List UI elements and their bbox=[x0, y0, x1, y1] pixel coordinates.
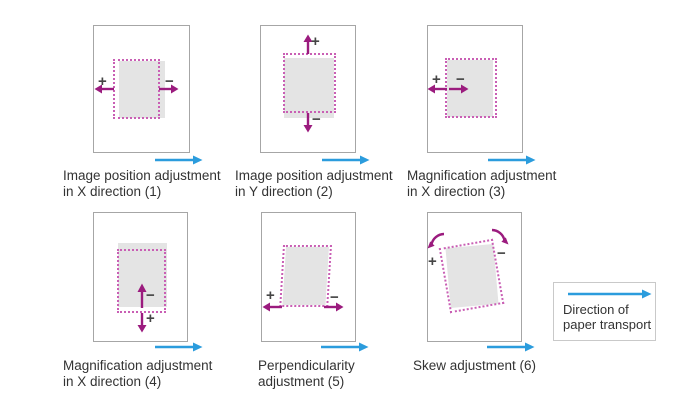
plus-sign-label: + bbox=[266, 287, 275, 304]
diagram-caption: Image position adjustment in X direction… bbox=[63, 168, 243, 199]
paper-transport-arrow bbox=[155, 155, 203, 165]
printed-image bbox=[284, 58, 334, 118]
legend-text: Direction of paper transport bbox=[563, 302, 651, 332]
plus-direction-arrow bbox=[137, 313, 147, 333]
minus-sign-label: − bbox=[312, 111, 321, 128]
caption-line: Image position adjustment bbox=[235, 168, 393, 183]
printed-image bbox=[119, 61, 165, 118]
paper-transport-arrow bbox=[322, 155, 370, 165]
caption-line: Magnification adjustment bbox=[407, 168, 557, 183]
paper-transport-arrow bbox=[321, 342, 369, 352]
plus-sign-label: + bbox=[311, 33, 320, 50]
target-image-outline bbox=[279, 245, 332, 307]
caption-line: adjustment (5) bbox=[258, 373, 345, 389]
minus-rotation-arrow bbox=[491, 228, 509, 245]
minus-direction-arrow bbox=[449, 84, 469, 94]
minus-sign-label: − bbox=[456, 71, 465, 88]
paper-transport-arrow bbox=[488, 155, 536, 165]
target-image-outline bbox=[117, 249, 166, 313]
plus-direction-arrow bbox=[94, 84, 114, 94]
plus-rotation-arrow bbox=[427, 232, 445, 249]
legend-transport-arrow bbox=[568, 289, 652, 299]
minus-direction-arrow bbox=[159, 84, 179, 94]
paper-transport-arrow bbox=[155, 342, 203, 352]
legend-line: Direction of bbox=[563, 302, 629, 317]
minus-direction-arrow bbox=[303, 113, 313, 133]
plus-sign-label: + bbox=[428, 253, 437, 270]
caption-line: Skew adjustment (6) bbox=[413, 358, 537, 373]
plus-direction-arrow bbox=[262, 302, 282, 312]
caption-line: in X direction (1) bbox=[63, 183, 162, 199]
diagram-caption: Magnification adjustment in X direction … bbox=[407, 168, 587, 199]
minus-sign-label: − bbox=[165, 73, 174, 90]
caption-line: in X direction (4) bbox=[63, 373, 162, 389]
target-image-outline bbox=[438, 238, 505, 314]
paper-transport-arrow bbox=[487, 342, 535, 352]
caption-line: Perpendicularity bbox=[258, 358, 355, 373]
caption-line: in Y direction (2) bbox=[235, 183, 333, 199]
legend-box bbox=[553, 282, 656, 341]
plus-direction-arrow bbox=[303, 34, 313, 54]
target-image-outline bbox=[113, 59, 160, 119]
plus-sign-label: + bbox=[432, 71, 441, 88]
minus-direction-arrow bbox=[324, 302, 344, 312]
target-image-outline bbox=[283, 53, 336, 113]
minus-sign-label: − bbox=[497, 245, 506, 262]
plus-sign-label: + bbox=[98, 73, 107, 90]
minus-sign-label: − bbox=[330, 289, 339, 306]
diagram-caption: Image position adjustment in Y direction… bbox=[235, 168, 415, 199]
caption-line: Magnification adjustment bbox=[63, 358, 213, 373]
minus-direction-arrow bbox=[137, 283, 147, 308]
legend-line: paper transport bbox=[563, 317, 652, 332]
plus-sign-label: + bbox=[146, 310, 155, 327]
caption-line: in X direction (3) bbox=[407, 183, 506, 199]
diagram-caption: Perpendicularity adjustment (5) bbox=[258, 358, 428, 389]
minus-sign-label: − bbox=[146, 287, 155, 304]
caption-line: Image position adjustment bbox=[63, 168, 221, 183]
plus-direction-arrow bbox=[427, 84, 447, 94]
diagram-caption: Skew adjustment (6) bbox=[413, 358, 583, 374]
diagram-caption: Magnification adjustment in X direction … bbox=[63, 358, 243, 389]
